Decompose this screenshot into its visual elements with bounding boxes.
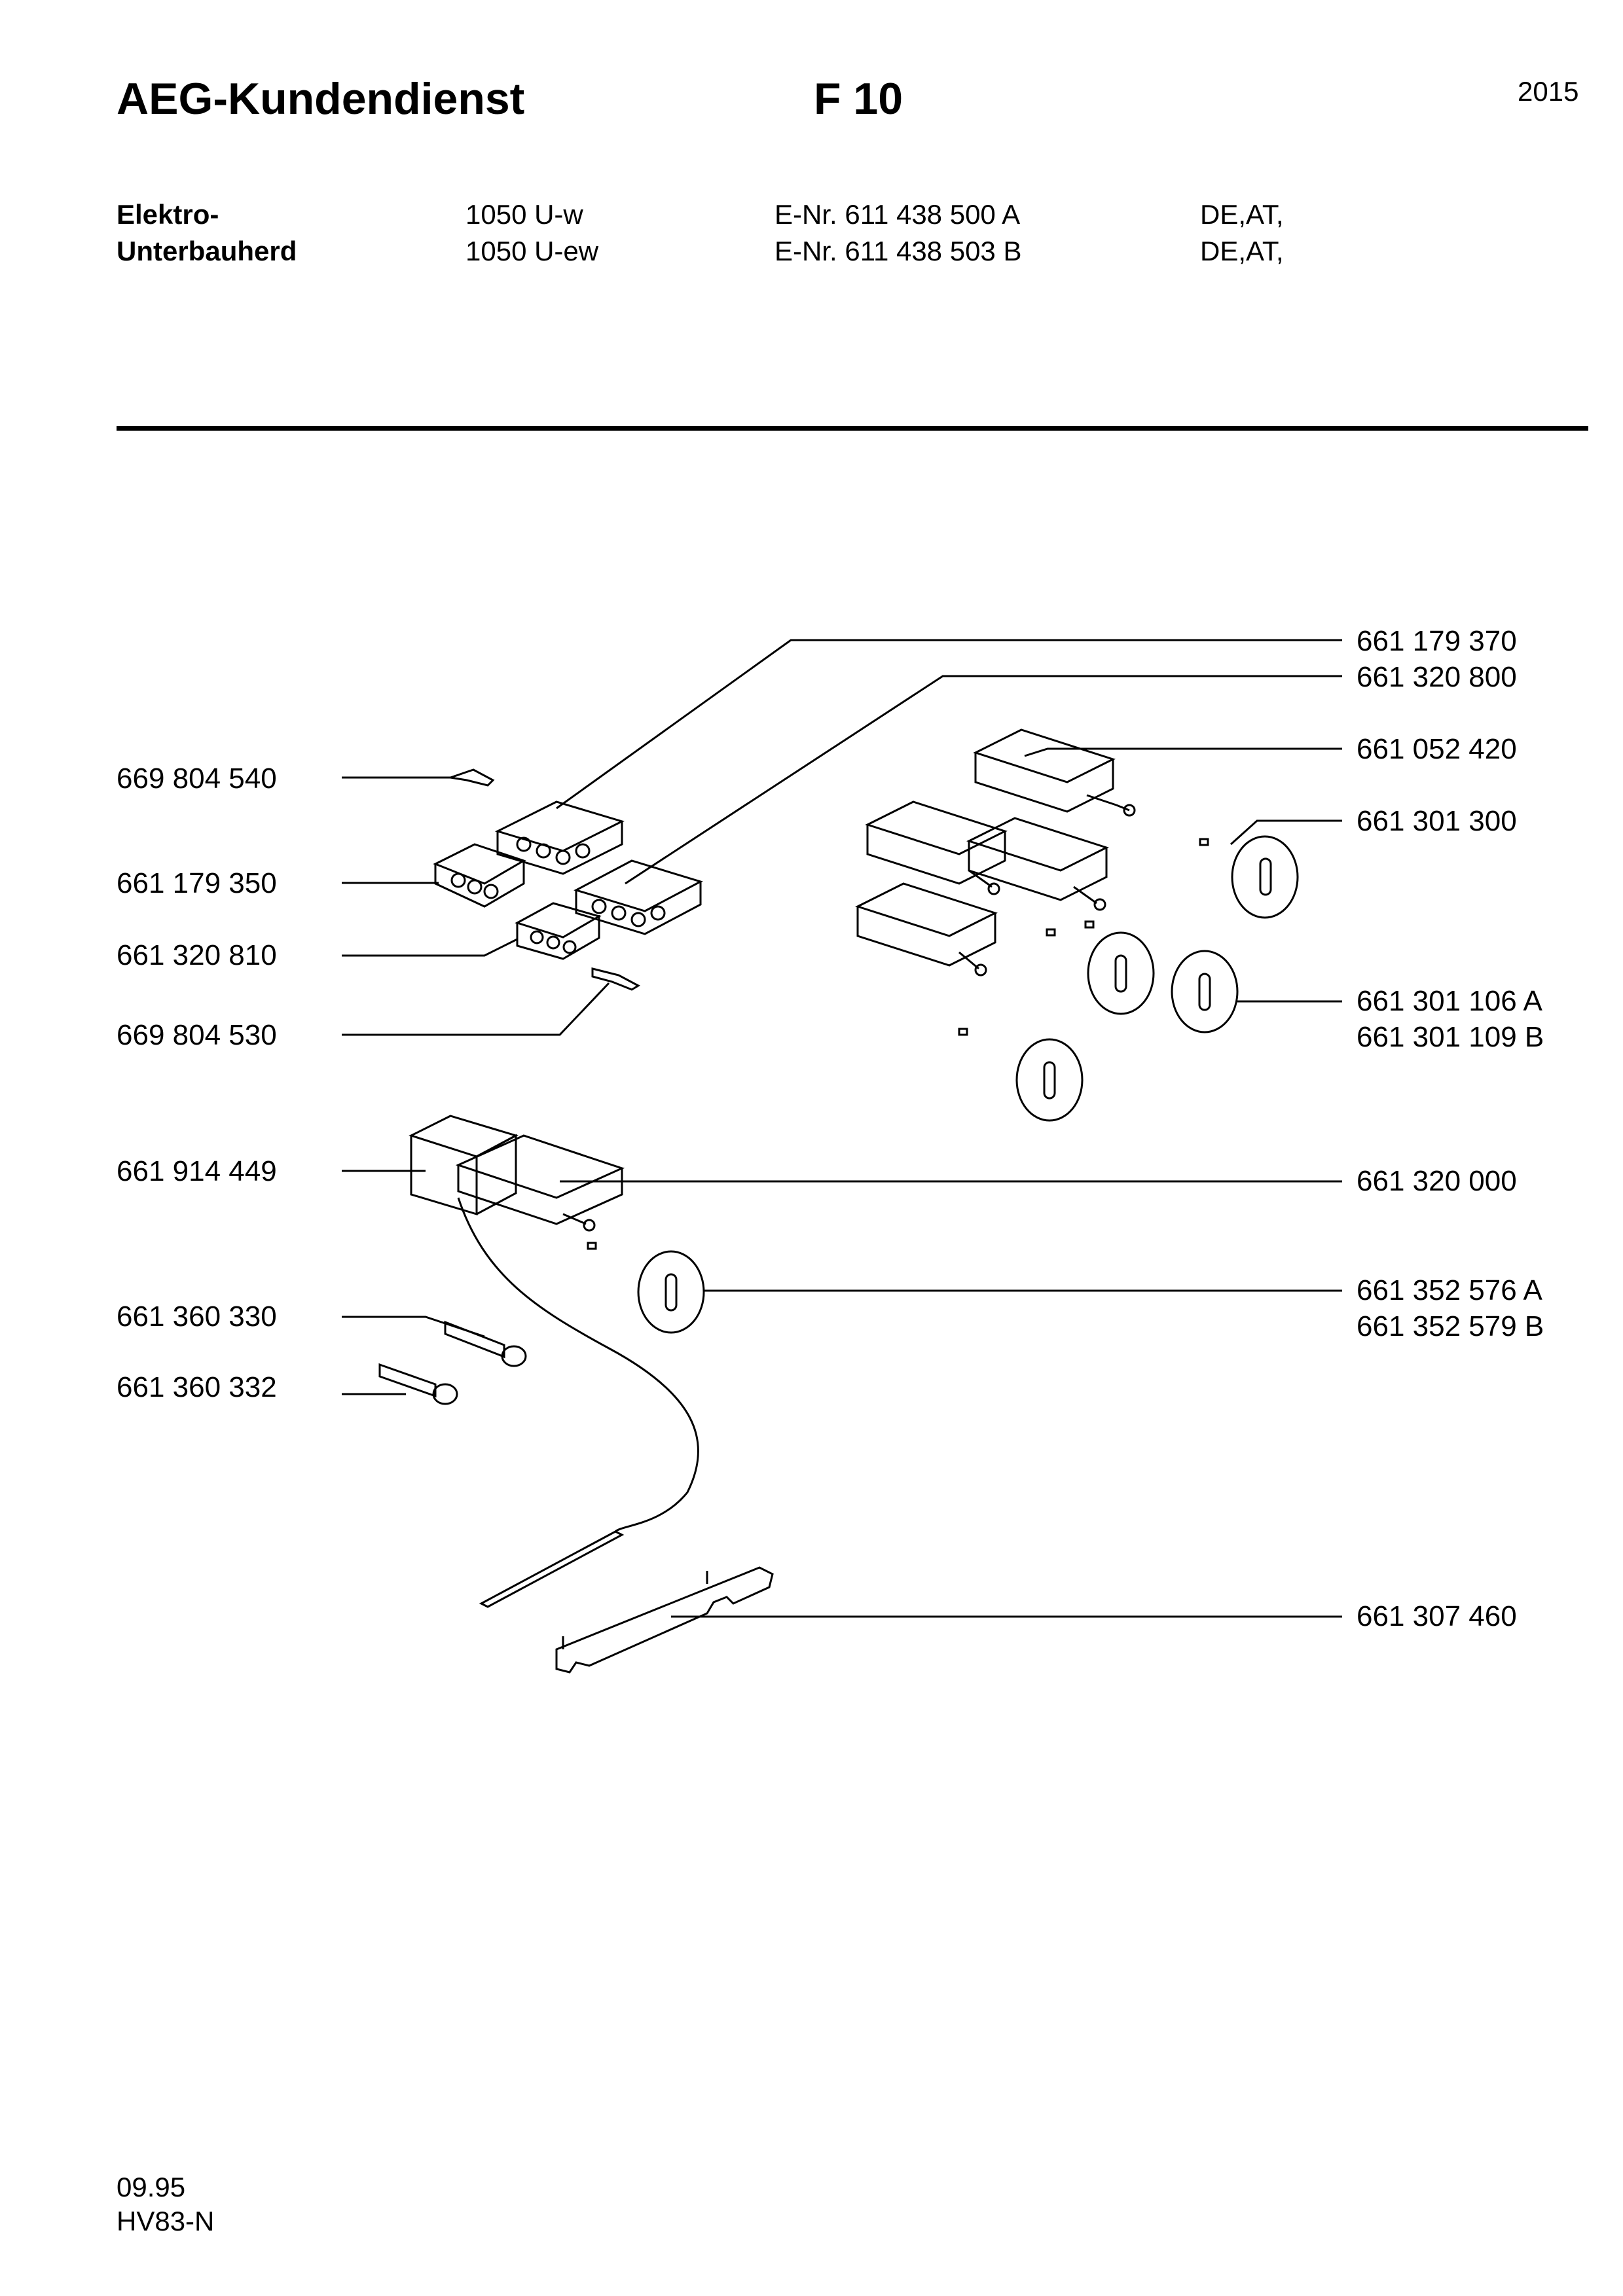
part-label: 661 914 449: [117, 1155, 277, 1187]
spacer-part: [587, 1242, 597, 1250]
part-label: 661 179 350: [117, 867, 277, 899]
plug-661360330: [444, 1320, 527, 1367]
knob-661301106: [1087, 931, 1155, 1015]
part-label: 661 301 106 A: [1357, 985, 1542, 1017]
leader-line: [342, 938, 518, 957]
part-label: 661 360 332: [117, 1371, 277, 1403]
header-divider: [117, 426, 1588, 431]
leader-line: [342, 1316, 485, 1338]
knob-661352576: [637, 1250, 705, 1334]
switch-middle-left: [865, 800, 1008, 895]
leader-line: [1230, 819, 1342, 846]
spacer-part: [958, 1028, 968, 1036]
footer-date: 09.95: [117, 2172, 186, 2202]
part-label: 661 301 300: [1357, 805, 1517, 837]
part-label: 661 320 000: [1357, 1165, 1517, 1197]
leader-line: [342, 982, 610, 1036]
plug-661360332: [378, 1363, 458, 1405]
clip-part: [591, 967, 641, 991]
part-label: 661 352 576 A: [1357, 1274, 1542, 1306]
terminal-block-661179350: [433, 843, 526, 908]
part-label: 661 360 330: [117, 1300, 277, 1333]
knob-661301300: [1231, 835, 1299, 919]
countries-line-2: DE,AT,: [1200, 236, 1284, 266]
part-label: 661 052 420: [1357, 733, 1517, 765]
switch-upper: [973, 728, 1136, 817]
knob-661301109: [1171, 950, 1239, 1033]
category-line-2: Unterbauherd: [117, 236, 297, 266]
switch-lower: [855, 882, 998, 977]
terminal-block-661320800: [574, 859, 703, 935]
clip-part: [450, 768, 495, 787]
leader-line: [556, 639, 1342, 810]
part-label: 669 804 530: [117, 1019, 277, 1051]
part-label: 661 320 810: [117, 939, 277, 971]
spacer-part: [1199, 838, 1209, 846]
leader-line: [625, 675, 1342, 885]
thermostat-661914449: [409, 1115, 699, 1608]
part-label: 661 320 800: [1357, 661, 1517, 693]
switch-middle-right: [966, 817, 1109, 911]
document-year: 2015: [1518, 76, 1579, 107]
part-label: 669 804 540: [117, 762, 277, 795]
category-line-1: Elektro-: [117, 199, 219, 230]
part-label: 661 179 370: [1357, 625, 1517, 657]
terminal-block-661320810: [515, 902, 602, 960]
model-line-2: 1050 U-ew: [465, 236, 599, 266]
terminal-block-661179370: [494, 800, 625, 875]
enr-line-2: E-Nr. 611 438 503 B: [775, 236, 1022, 266]
brand-title: AEG-Kundendienst: [117, 74, 525, 124]
knob-lower: [1015, 1038, 1084, 1122]
bracket-661307460: [555, 1566, 774, 1674]
model-line-1: 1050 U-w: [465, 199, 583, 230]
part-label: 661 352 579 B: [1357, 1310, 1544, 1342]
leader-line: [1024, 747, 1342, 757]
spacer-part: [1084, 920, 1095, 929]
document-code: F 10: [814, 74, 903, 124]
part-label: 661 301 109 B: [1357, 1021, 1544, 1053]
footer-ref: HV83-N: [117, 2206, 215, 2236]
part-label: 661 307 460: [1357, 1600, 1517, 1632]
spacer-part: [1046, 928, 1056, 937]
countries-line-1: DE,AT,: [1200, 199, 1284, 230]
enr-line-1: E-Nr. 611 438 500 A: [775, 199, 1021, 230]
